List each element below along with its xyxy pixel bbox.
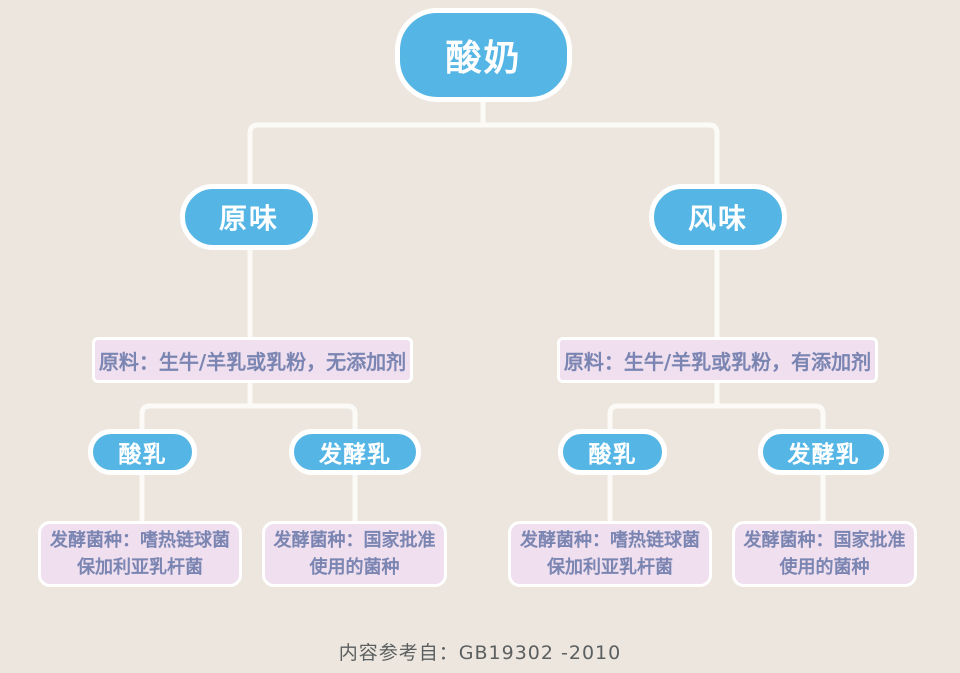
node-flavor-flavored: 风味 <box>649 184 787 250</box>
reference-caption: 内容参考自：GB19302 -2010 <box>338 642 622 664</box>
note-line: 保加利亚乳杆菌 <box>77 557 203 578</box>
note-line: 保加利亚乳杆菌 <box>547 557 673 578</box>
note-line: 发酵菌种：国家批准 <box>273 530 436 551</box>
connector-material-left-branch <box>139 381 358 431</box>
note-line: 发酵菌种：嗜热链球菌 <box>50 530 230 551</box>
note-line: 使用的菌种 <box>309 557 400 578</box>
note-line: 使用的菌种 <box>779 557 870 578</box>
node-yogurt-root: 酸奶 <box>395 8 572 102</box>
note-box-fermented-milk-left: 发酵菌种：国家批准 使用的菌种 <box>262 521 447 587</box>
note-line: 发酵菌种：嗜热链球菌 <box>520 530 700 551</box>
node-type-fermented-milk-right: 发酵乳 <box>758 429 889 475</box>
connector-root-branch <box>247 98 720 186</box>
note-box-sour-milk-left: 发酵菌种：嗜热链球菌 保加利亚乳杆菌 <box>38 521 242 587</box>
node-type-sour-milk-right: 酸乳 <box>558 429 667 475</box>
note-line: 发酵菌种：国家批准 <box>743 530 906 551</box>
node-type-sour-milk-left: 酸乳 <box>88 429 197 475</box>
node-type-fermented-milk-left: 发酵乳 <box>289 429 421 475</box>
connector-type-to-note-stubs <box>139 473 826 523</box>
connector-material-right-branch <box>607 381 826 431</box>
material-box-original: 原料：生牛/羊乳或乳粉，无添加剂 <box>92 337 413 383</box>
material-box-flavored: 原料：生牛/羊乳或乳粉，有添加剂 <box>557 337 878 383</box>
note-box-fermented-milk-right: 发酵菌种：国家批准 使用的菌种 <box>732 521 917 587</box>
node-flavor-original: 原味 <box>180 184 318 250</box>
note-box-sour-milk-right: 发酵菌种：嗜热链球菌 保加利亚乳杆菌 <box>508 521 712 587</box>
